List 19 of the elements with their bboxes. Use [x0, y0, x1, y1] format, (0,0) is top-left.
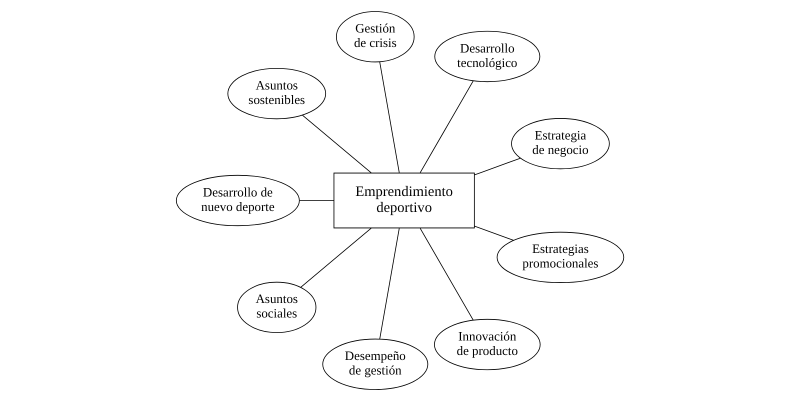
connector: [299, 200, 334, 201]
connector: [474, 158, 521, 176]
connector: [379, 228, 400, 340]
node-box: Emprendimiento deportivo: [334, 172, 475, 228]
connector: [420, 80, 474, 174]
node-ellipse: Desempeño de gestión: [322, 338, 428, 390]
node-ellipse: Estrategias promocionales: [496, 232, 624, 283]
connector: [420, 228, 474, 321]
node-ellipse: Innovación de producto: [434, 318, 541, 370]
connector: [300, 228, 372, 288]
node-ellipse: Estrategia de negocio: [511, 118, 610, 170]
node-ellipse: Asuntos sostenibles: [227, 68, 326, 120]
connector: [302, 114, 372, 174]
node-ellipse: Desarrollo de nuevo deporte: [176, 174, 300, 226]
connector: [379, 61, 400, 174]
node-ellipse: Gestión de crisis: [336, 11, 415, 62]
connector: [474, 226, 514, 241]
node-ellipse: Desarrollo tecnológico: [434, 30, 540, 82]
node-ellipse: Asuntos sociales: [237, 282, 316, 333]
